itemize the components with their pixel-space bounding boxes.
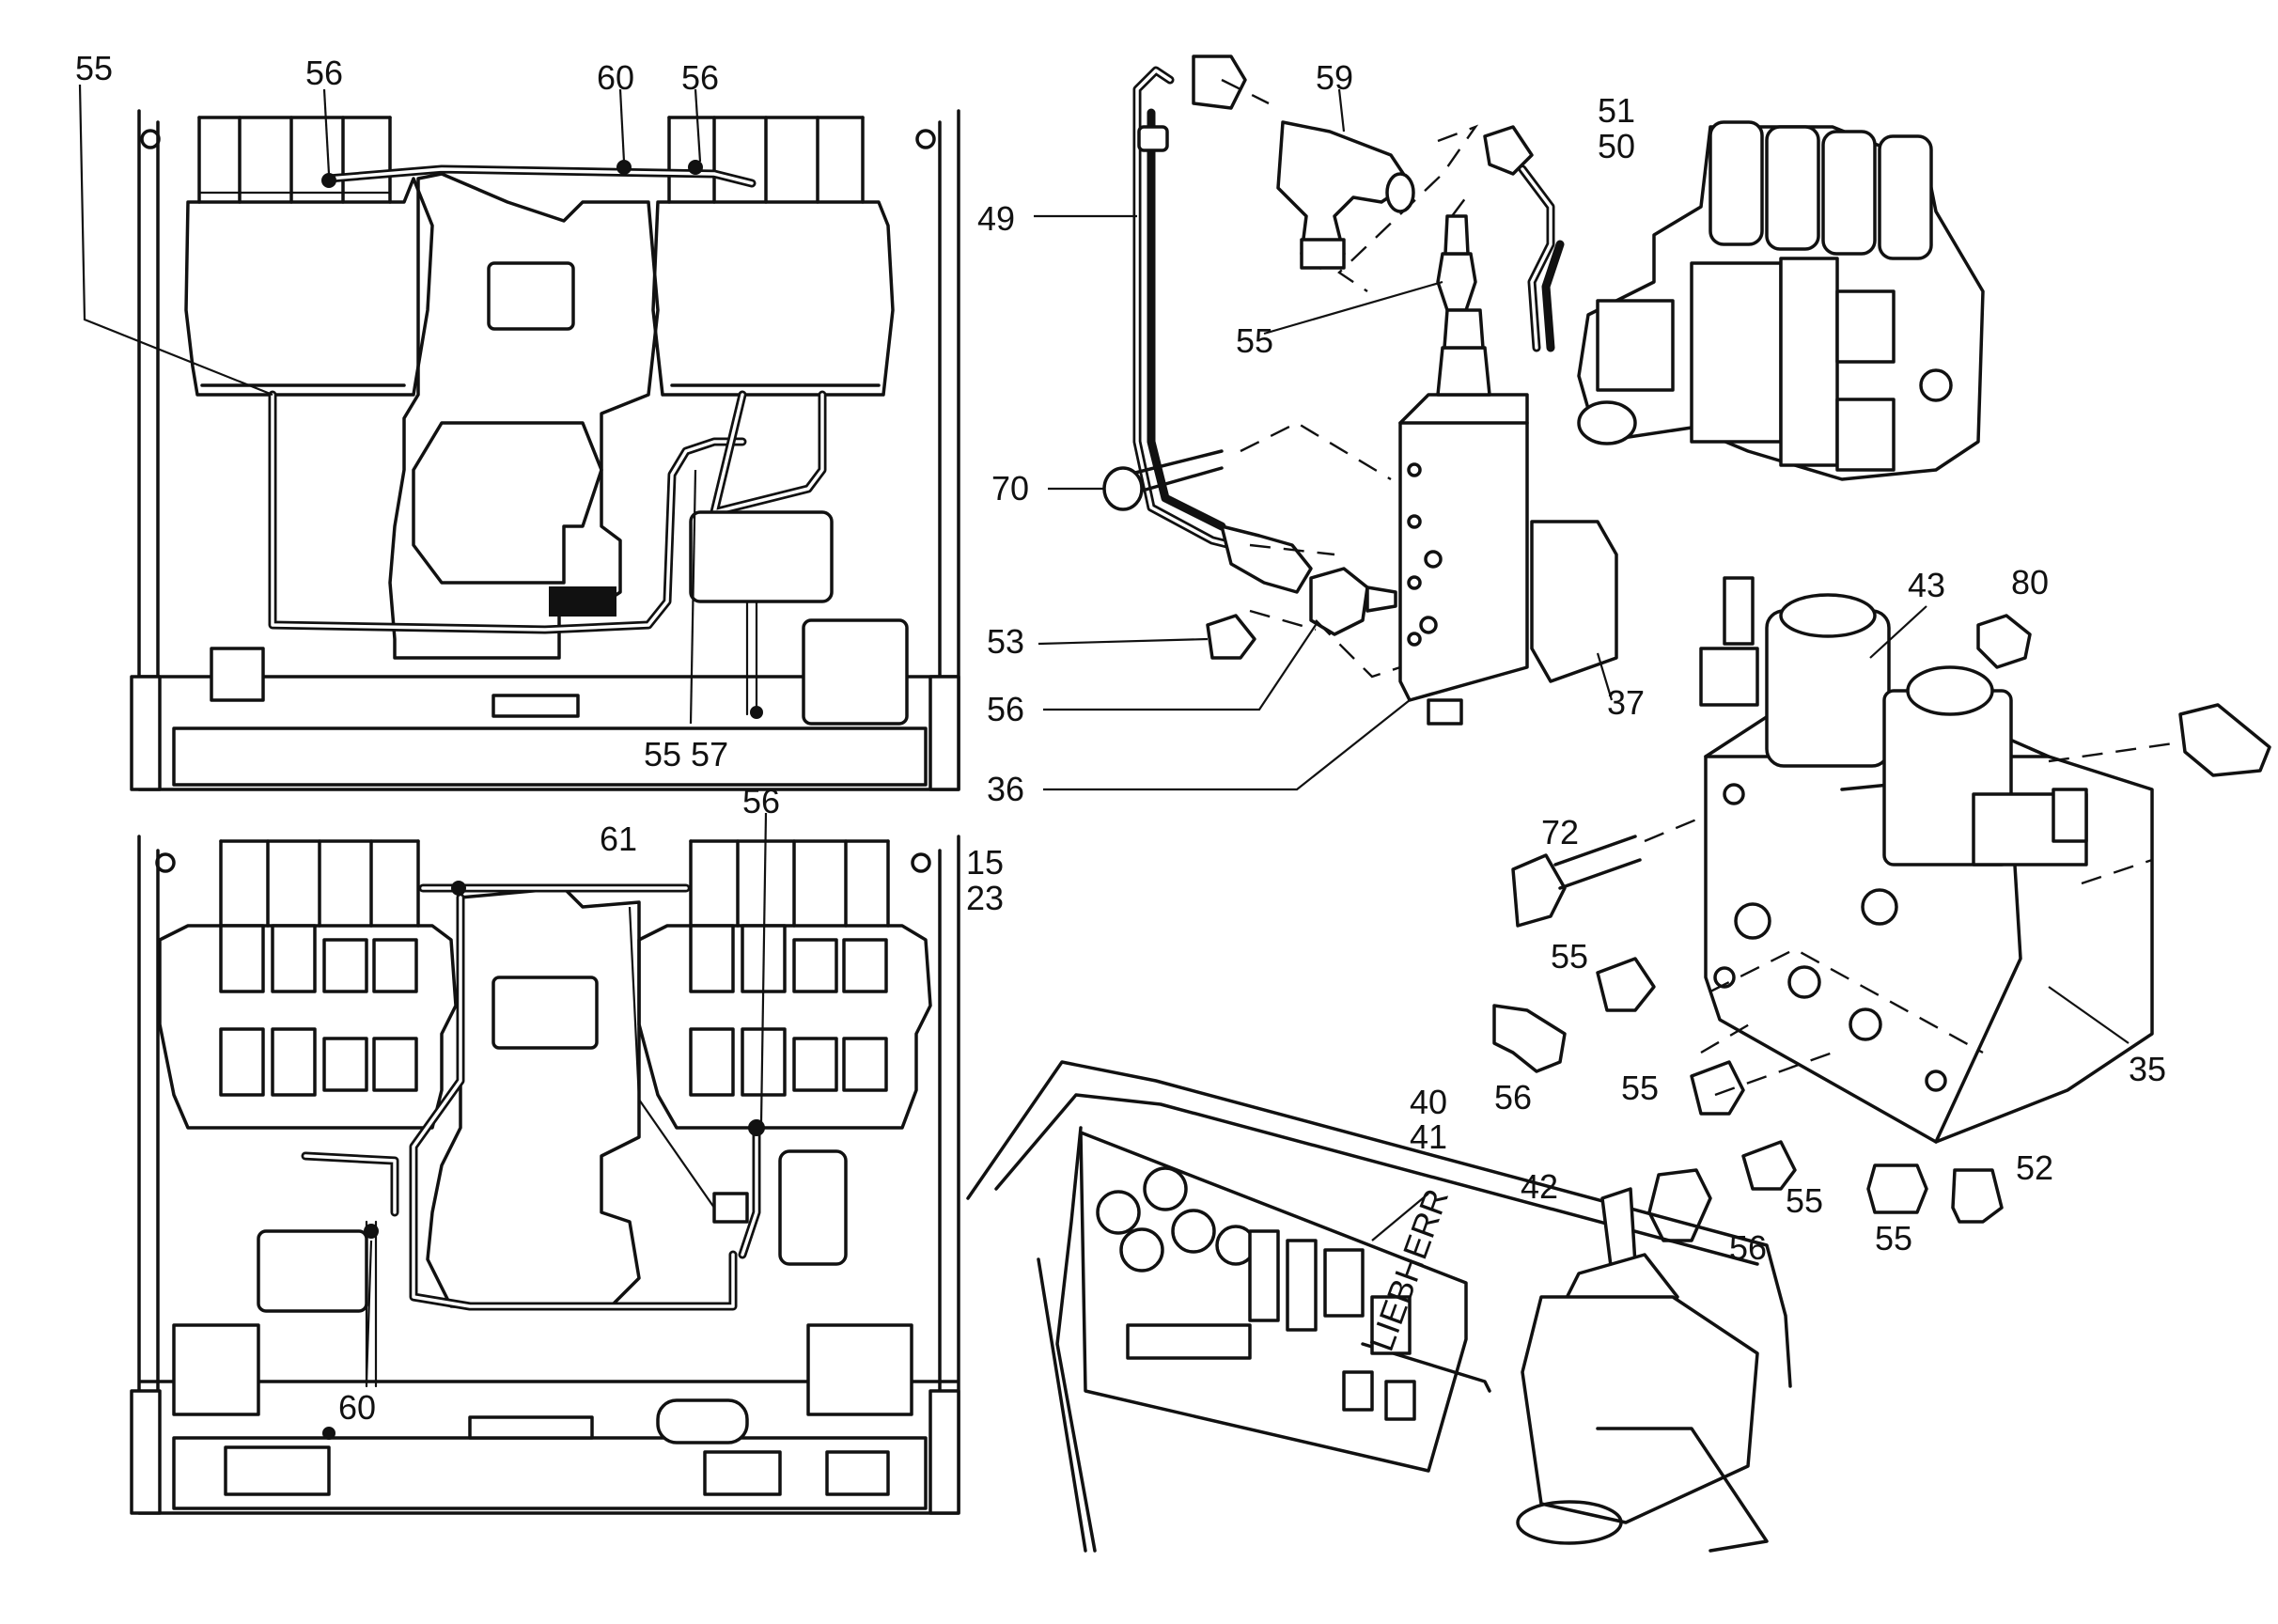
callout-42: 42 (1521, 1167, 1558, 1206)
callout-49: 49 (977, 199, 1015, 238)
callout-56: 56 (305, 54, 343, 92)
callout-56: 56 (1729, 1228, 1767, 1267)
callout-72: 72 (1541, 813, 1579, 851)
callout-35: 35 (2129, 1050, 2166, 1088)
callout-70: 70 (991, 469, 1029, 508)
view-valve-block (1492, 576, 2271, 1242)
callout-55: 55 (1875, 1219, 1912, 1257)
callout-61: 61 (600, 820, 637, 858)
leader-lines (78, 84, 2130, 1382)
callout-56: 56 (987, 690, 1024, 728)
callout-56: 56 (1494, 1078, 1532, 1116)
callout-40: 40 (1410, 1083, 1447, 1121)
callout-55: 55 (1621, 1069, 1659, 1107)
callout-53: 53 (987, 622, 1024, 661)
callout-55: 55 (1786, 1181, 1823, 1220)
callout-60: 60 (338, 1388, 376, 1427)
callout-80: 80 (2011, 563, 2049, 601)
view-exploded-fittings (1102, 55, 1985, 726)
callout-52: 52 (2016, 1148, 2053, 1187)
callout-55: 55 (75, 49, 113, 87)
callout-36: 36 (987, 770, 1024, 808)
callout-56: 56 (742, 782, 780, 820)
callout-55: 55 (1551, 937, 1588, 976)
callout-43: 43 (1908, 566, 1945, 604)
view-lower-chassis (130, 835, 960, 1515)
callout-60: 60 (597, 58, 634, 97)
view-operator-cab (966, 1060, 1792, 1553)
view-upper-chassis (130, 109, 960, 791)
callout-labels: 55 56 60 56 55 57 56 61 15 23 60 59 51 5… (75, 49, 2166, 1427)
callout-59: 59 (1316, 58, 1353, 97)
callout-37: 37 (1607, 683, 1645, 722)
callout-50: 50 (1598, 127, 1635, 165)
callout-55-57: 55 57 (644, 735, 728, 773)
callout-55: 55 (1236, 321, 1273, 360)
callout-15: 15 (966, 843, 1004, 882)
callout-41: 41 (1410, 1117, 1447, 1156)
callout-23: 23 (966, 879, 1004, 917)
callout-51: 51 (1598, 91, 1635, 130)
callout-56: 56 (681, 58, 719, 97)
